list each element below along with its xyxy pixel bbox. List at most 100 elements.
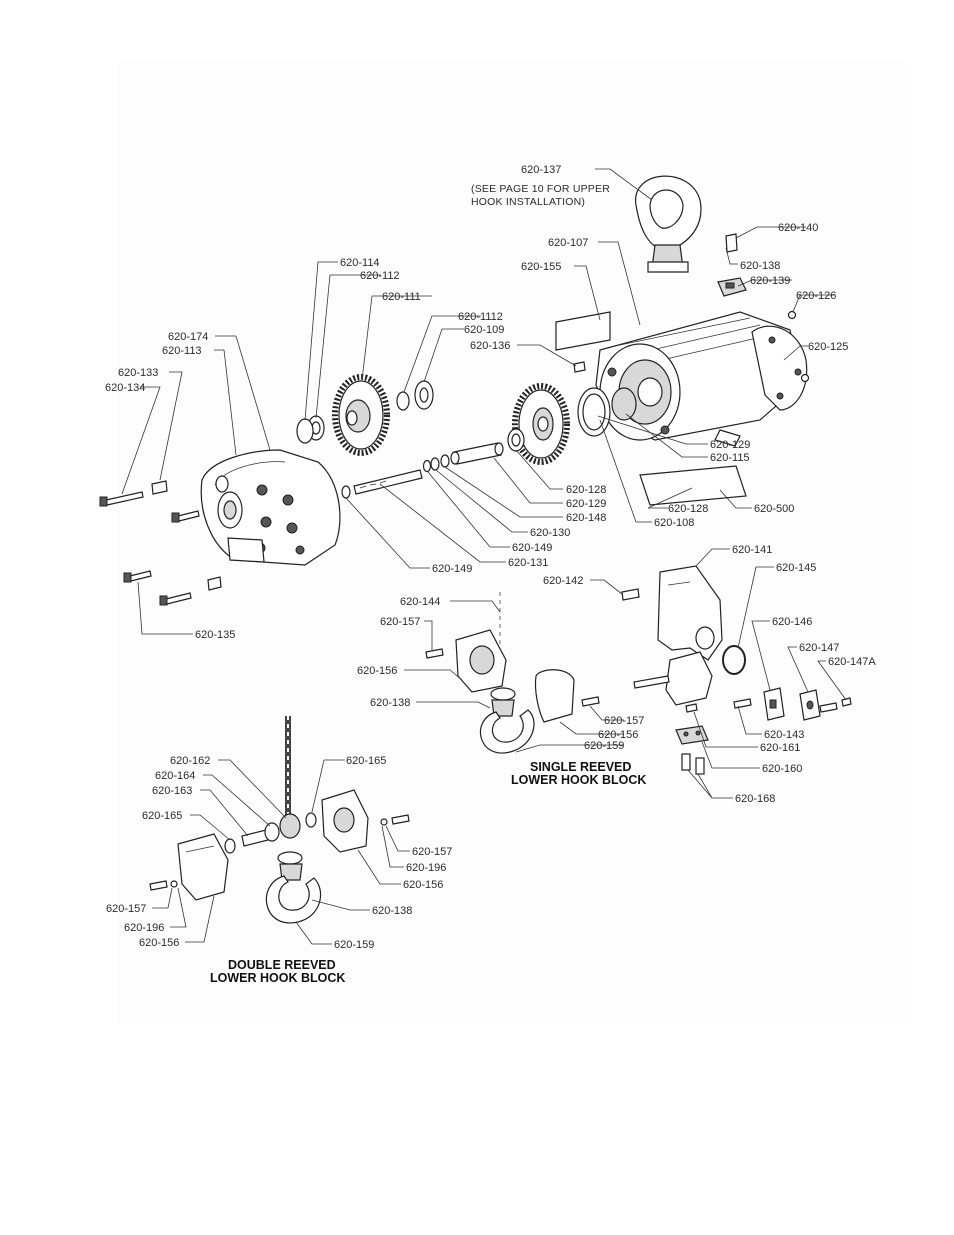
callout-620-138-mid: 620-138 [370,697,410,709]
upper-screw-part [787,310,797,320]
callout-620-156-d: 620-156 [139,937,179,949]
callout-620-163: 620-163 [152,785,192,797]
washer-149b-part [341,485,351,499]
guide-plate-146-part [763,687,785,721]
hook-block-side-156c-part [321,789,369,853]
screw-147a-part [841,697,852,707]
gear-ring-part [577,387,611,437]
upper-hook-note-line2: HOOK INSTALLATION) [471,196,585,208]
single-reeved-title-line2: LOWER HOOK BLOCK [511,773,646,787]
callout-620-130: 620-130 [530,527,570,539]
double-reeved-title-line2: LOWER HOOK BLOCK [210,971,345,985]
large-gear-part [512,383,570,465]
hook-138-part [480,687,535,754]
hook-block-side-156b-part [534,669,575,723]
callout-620-155: 620-155 [521,261,561,273]
sheave-162-part [279,813,301,839]
callout-620-115: 620-115 [710,452,750,464]
callout-620-160: 620-160 [762,763,802,775]
o-ring-145-part [722,645,746,675]
callout-620-196-a: 620-196 [406,862,446,874]
single-reeved-title-line1: SINGLE REEVED [530,760,631,774]
callout-620-126: 620-126 [796,290,836,302]
gear-111-part [332,374,390,456]
callout-620-143: 620-143 [764,729,804,741]
hook-block-side-156a-part [455,629,507,693]
callout-620-156-c: 620-156 [403,879,443,891]
upper-hook-part [635,175,702,273]
double-reeved-title-line1: DOUBLE REEVED [228,958,336,972]
callout-620-113: 620-113 [162,345,202,357]
callout-620-149-b: 620-149 [432,563,472,575]
callout-620-107: 620-107 [548,237,588,249]
screw-157c-part [380,814,410,826]
callout-620-128-b: 620-128 [668,503,708,515]
screw-157b-part [581,696,600,707]
callout-620-141: 620-141 [732,544,772,556]
screws-168-part [681,753,705,775]
callout-620-164: 620-164 [155,770,195,782]
callout-620-129-b: 620-129 [566,498,606,510]
callout-620-162: 620-162 [170,755,210,767]
screw-157d-part [149,880,178,891]
callout-620-138-low: 620-138 [372,905,412,917]
callout-620-159-b: 620-159 [334,939,374,951]
callout-620-112: 620-112 [360,270,400,282]
dowel-133-part [151,480,168,495]
callout-620-196-b: 620-196 [124,922,164,934]
dowel-135-part [207,576,222,591]
spacer-148-part [440,454,450,468]
label-sheet-part [639,465,747,506]
callout-620-157-b: 620-157 [604,715,644,727]
callout-620-159-a: 620-159 [584,740,624,752]
callout-620-146: 620-146 [772,616,812,628]
upper-hook-note-line1: (SEE PAGE 10 FOR UPPER [471,183,610,195]
small-pin-136-part [573,361,586,373]
sleeve-129-part [450,442,504,465]
callout-620-145: 620-145 [776,562,816,574]
washer-1112-part [396,391,410,411]
upper-hook-pin-part [725,233,738,253]
callout-620-125: 620-125 [808,341,848,353]
callout-620-133: 620-133 [118,367,158,379]
callout-620-136: 620-136 [470,340,510,352]
leader-lines [121,168,847,945]
gasket-plate-part [555,311,611,351]
callout-620-148: 620-148 [566,512,606,524]
upper-hook-retainer-part [717,277,747,297]
callout-620-137: 620-137 [521,164,561,176]
guide-plate-147-part [799,689,821,721]
washer-130-part [430,457,440,471]
washer-165b-part [224,838,236,854]
callout-620-135: 620-135 [195,629,235,641]
shaft-bushing-128-part [507,428,525,452]
washer-109-part [414,380,434,410]
end-plate-part [751,325,808,411]
callout-620-147: 620-147 [799,642,839,654]
stripper-block-part [633,651,713,706]
callout-620-174: 620-174 [168,331,208,343]
hook-138b-part [265,851,322,924]
bolt-134-part [99,491,144,507]
splined-shaft-131-part [353,469,423,495]
callout-620-131: 620-131 [508,557,548,569]
callout-620-156-a: 620-156 [357,665,397,677]
callout-620-140: 620-140 [778,222,818,234]
callout-620-157-a: 620-157 [380,616,420,628]
pin-161-part [685,703,698,713]
callout-620-138-top: 620-138 [740,260,780,272]
callout-620-111: 620-111 [382,291,421,303]
end-plate-screw-part [800,373,810,383]
plate-160-part [675,725,709,745]
callout-620-147a: 620-147A [828,656,876,668]
callout-620-156-b: 620-156 [598,729,638,741]
screw-143-part [733,698,838,713]
callout-620-129-a: 620-129 [710,439,750,451]
callout-620-1112: 620-1112 [458,311,503,323]
callout-620-165-b: 620-165 [142,810,182,822]
callout-620-128-a: 620-128 [566,484,606,496]
chain-guide-141-part [657,565,723,661]
bolt-upper-part [171,510,200,523]
bearing-115-part [611,387,637,421]
